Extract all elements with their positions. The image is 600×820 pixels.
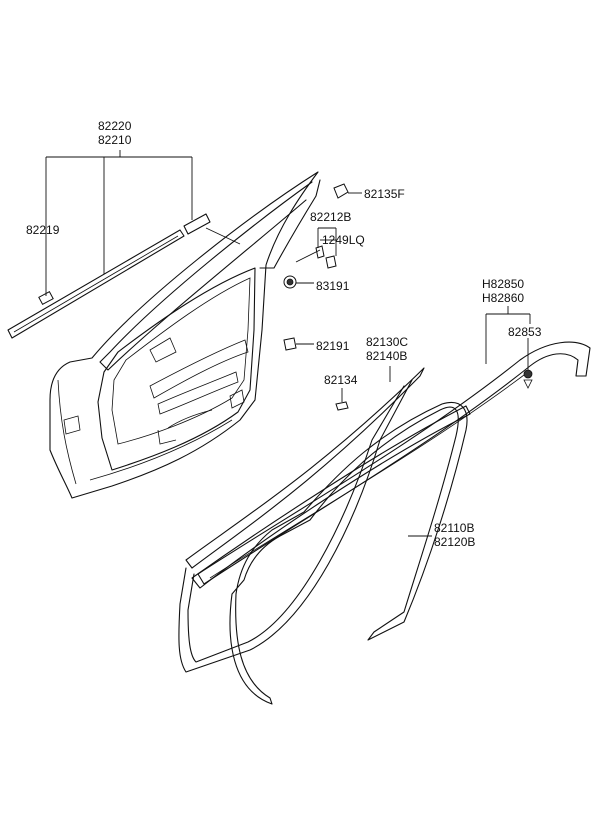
label-82140B: 82140B <box>366 349 408 363</box>
label-82130C: 82130C <box>366 335 409 349</box>
label-82135F: 82135F <box>364 187 405 201</box>
clip-82191 <box>283 337 297 351</box>
label-82134: 82134 <box>324 373 358 387</box>
label-82210: 82210 <box>98 133 132 147</box>
clip-82134 <box>335 401 349 411</box>
label-82120B: 82120B <box>434 535 476 549</box>
body-side-weatherstrip <box>191 402 471 705</box>
label-83191: 83191 <box>316 279 350 293</box>
label-H82850: H82850 <box>482 277 525 291</box>
leader-lines <box>45 150 531 537</box>
label-82191: 82191 <box>316 339 350 353</box>
label-82853: 82853 <box>508 325 542 339</box>
front-door-panel <box>49 171 321 499</box>
screw-1249LQ <box>315 245 337 269</box>
label-82212B: 82212B <box>310 210 352 224</box>
label-H82860: H82860 <box>482 291 525 305</box>
belt-molding <box>7 213 241 339</box>
label-82220: 82220 <box>98 119 132 133</box>
roof-molding <box>197 341 591 585</box>
label-82110B: 82110B <box>434 521 475 535</box>
grommet-83191 <box>283 275 297 289</box>
door-opening-seal-front <box>178 367 425 673</box>
label-1249LQ: 1249LQ <box>322 233 365 247</box>
label-82219: 82219 <box>26 223 60 237</box>
clip-82135F <box>333 183 349 199</box>
